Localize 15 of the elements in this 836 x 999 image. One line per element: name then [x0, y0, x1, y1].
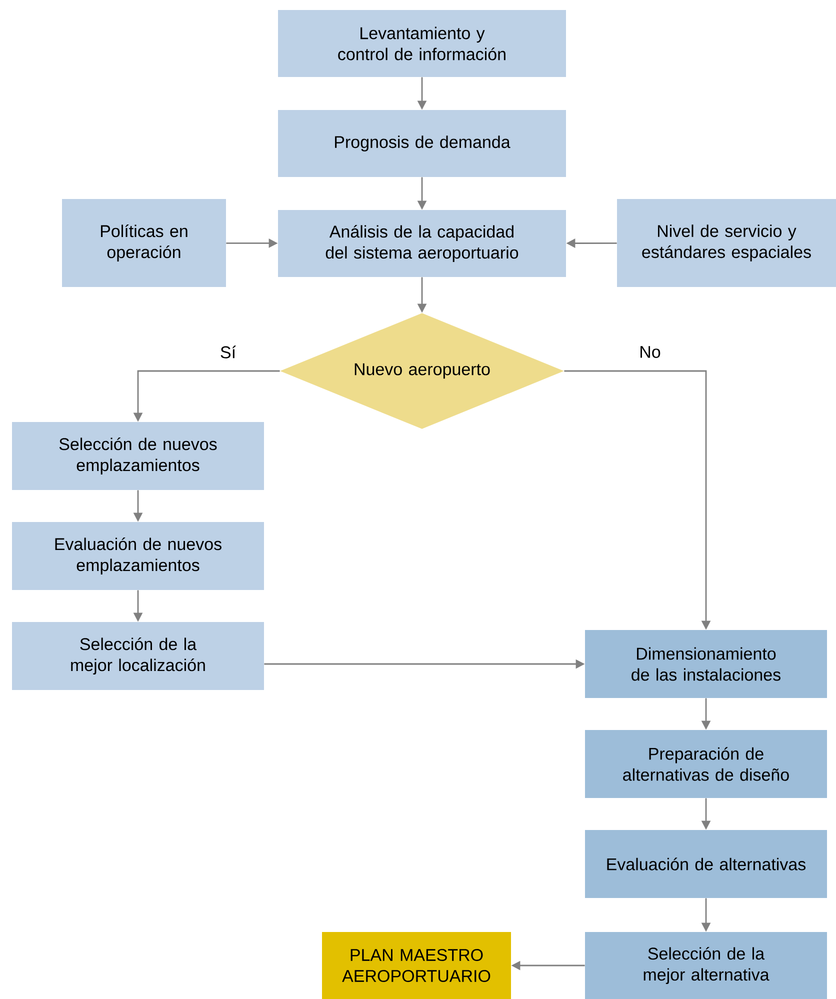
process-box: Selección de la mejor localización	[12, 622, 264, 690]
process-box: Evaluación de nuevos emplazamientos	[12, 522, 264, 590]
process-box: Prognosis de demanda	[278, 110, 566, 177]
process-box: Análisis de la capacidad del sistema aeroportuario	[278, 210, 566, 277]
process-box: Preparación de alternativas de diseño	[585, 730, 827, 798]
input-box: Nivel de servicio y estándares espaciales	[617, 199, 836, 287]
process-box: Dimensionamiento de las instalaciones	[585, 630, 827, 698]
process-box: Evaluación de alternativas	[585, 830, 827, 898]
process-box: Selección de la mejor alternativa	[585, 932, 827, 999]
input-box: Políticas en operación	[62, 199, 226, 287]
result-box: PLAN MAESTRO AEROPORTUARIO	[322, 932, 511, 999]
edge-label: Sí	[218, 344, 238, 360]
process-box: Selección de nuevos emplazamientos	[12, 422, 264, 490]
process-box: Levantamiento y control de información	[278, 10, 566, 77]
edge-label: No	[638, 345, 662, 359]
